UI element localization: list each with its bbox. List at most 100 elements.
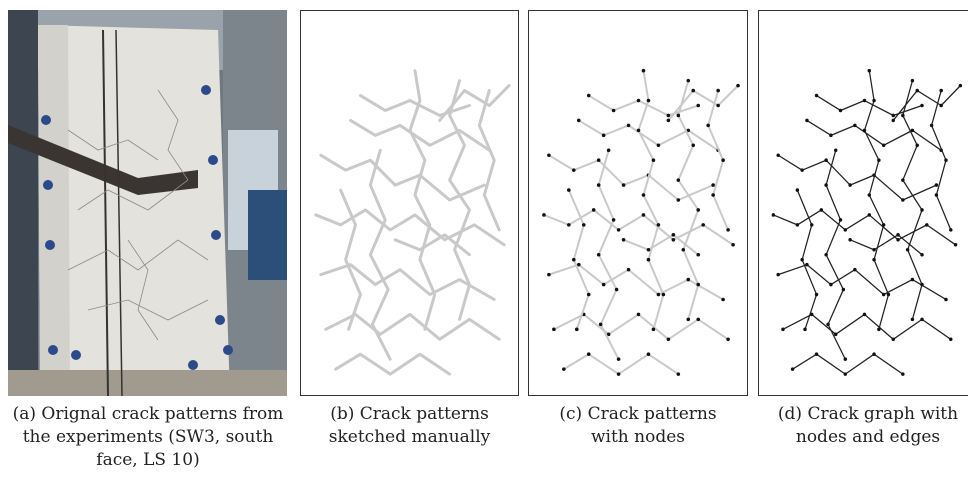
caption-line: (c) Crack patterns (559, 404, 717, 424)
crack-node (920, 317, 924, 322)
crack-node (901, 198, 905, 202)
crack-node (872, 352, 876, 357)
crack-node (686, 78, 691, 83)
crack-node (824, 183, 828, 187)
crack-node (666, 337, 671, 342)
crack-node (795, 188, 800, 192)
crack-node (891, 337, 895, 342)
sketch-crack-line (324, 312, 501, 341)
crack-node (611, 108, 616, 113)
crack-node (776, 272, 780, 277)
crack-node (716, 88, 720, 93)
crack-node (716, 103, 720, 108)
crack-node (776, 153, 780, 158)
crack-node (910, 78, 915, 83)
crack-node (636, 98, 641, 103)
crack-node (949, 228, 953, 232)
crack-node (862, 98, 867, 103)
crack-line (597, 149, 620, 361)
crack-node (833, 332, 838, 337)
crack-node (838, 218, 843, 222)
crack-node (929, 123, 934, 128)
crack-node (641, 68, 646, 73)
crack-node (872, 247, 876, 252)
crack-node (656, 292, 661, 297)
crack-node (814, 93, 819, 98)
caption-line: (b) Crack patterns (330, 404, 489, 424)
crack-node (596, 158, 601, 163)
crack-node (666, 118, 671, 123)
crack-node (676, 113, 681, 118)
crack-node (790, 367, 795, 371)
crack-node (656, 223, 661, 227)
caption-d: (d) Crack graph with nodes and edges (752, 403, 968, 449)
crack-node (606, 148, 611, 153)
crack-node (867, 193, 871, 197)
crack-node (696, 282, 701, 287)
sketch-crack-line (334, 352, 452, 376)
graph-edge (777, 154, 938, 201)
crack-node (833, 148, 838, 153)
crack-node (896, 233, 900, 237)
crack-node (696, 103, 701, 108)
crack-node (814, 352, 819, 357)
crack-node (641, 193, 646, 197)
crack-node (562, 367, 566, 371)
crack-node (891, 113, 895, 118)
crack-node (696, 317, 701, 322)
crack-node (920, 103, 924, 108)
crack-node (591, 208, 596, 212)
experiment-photo (8, 10, 287, 396)
sketch-crack-line (339, 188, 362, 331)
crack-node (691, 143, 696, 148)
crack-node (696, 252, 701, 257)
crack-node (626, 123, 631, 128)
crack-node (944, 158, 948, 163)
crack-line (707, 89, 730, 231)
crack-node (848, 238, 852, 242)
crack-node (800, 168, 804, 172)
crack-node (867, 68, 871, 73)
crack-node (853, 123, 857, 128)
crack-node (915, 143, 919, 148)
crack-node (838, 108, 843, 113)
crack-node (547, 272, 551, 277)
crack-line (622, 233, 700, 256)
crack-node (920, 282, 924, 287)
crack-node (691, 88, 696, 93)
caption-line: with nodes (590, 427, 686, 447)
crack-node (706, 123, 710, 128)
crack-node (781, 327, 785, 332)
crack-node (681, 247, 686, 252)
crack-node (626, 267, 631, 272)
crack-node (872, 257, 876, 262)
crack-node (567, 223, 571, 227)
crack-node (586, 352, 591, 357)
crack-line (667, 84, 740, 122)
crack-line (542, 208, 735, 246)
crack-node (862, 312, 867, 317)
crack-node (896, 238, 900, 242)
crack-node (721, 158, 725, 163)
crack-line (547, 154, 715, 202)
crack-node (572, 168, 576, 172)
crack-node (596, 252, 601, 257)
sketch-crack-line (319, 263, 496, 301)
sketch-crack-line (448, 79, 471, 321)
crack-node (616, 228, 621, 232)
crack-node (826, 322, 830, 327)
crack-node (891, 118, 895, 123)
graph-edge (791, 353, 904, 375)
crack-node (574, 327, 579, 332)
crack-node (596, 183, 601, 187)
crack-node (771, 213, 776, 217)
crack-node (841, 287, 846, 292)
crack-node (881, 223, 886, 227)
crack-node (934, 193, 939, 197)
crack-node (920, 208, 924, 212)
crack-node (621, 183, 626, 187)
crack-node (611, 218, 616, 222)
graph-edge (806, 119, 942, 151)
crack-node (671, 233, 676, 237)
crack-node (636, 312, 641, 317)
